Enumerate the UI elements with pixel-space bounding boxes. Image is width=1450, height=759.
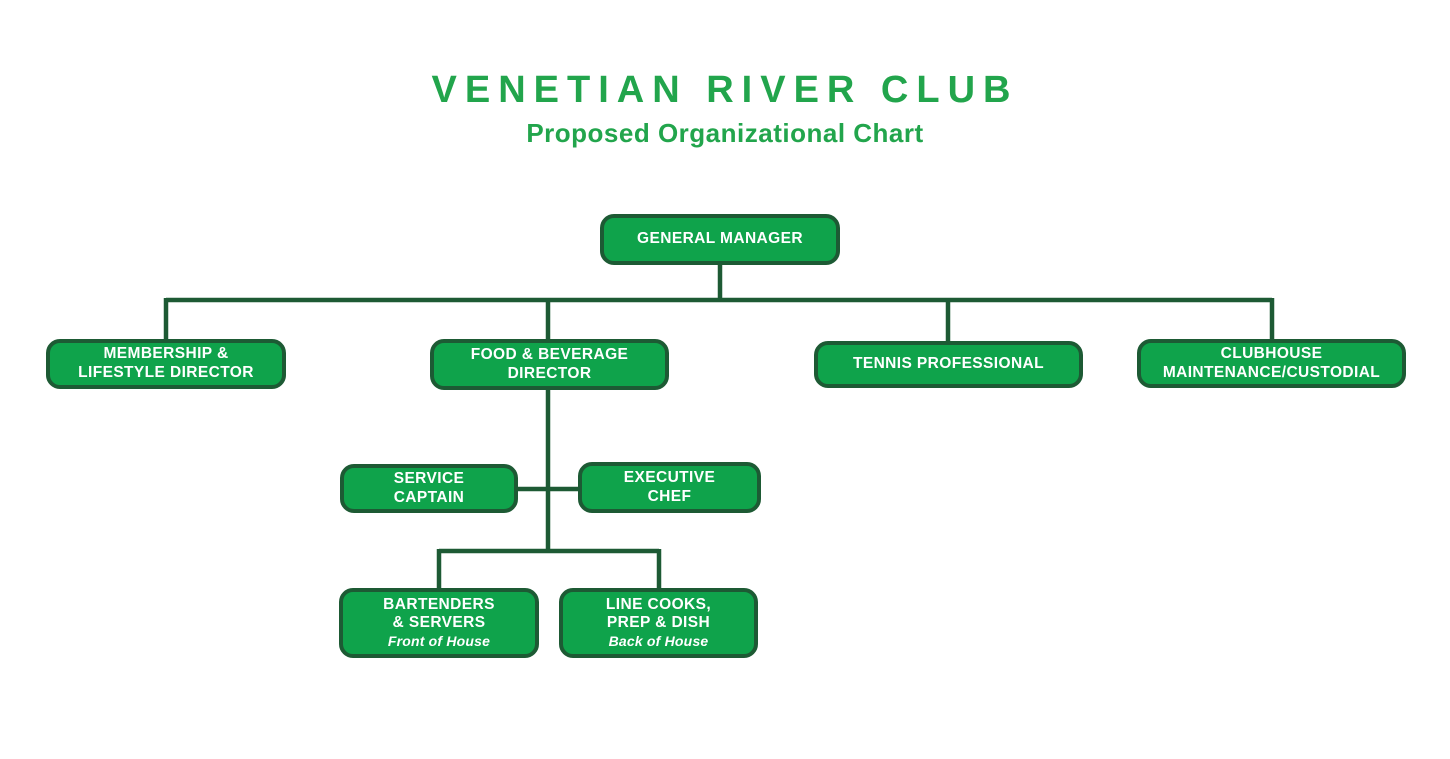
node-sublabel: Front of House (387, 633, 491, 650)
node-label: MEMBERSHIP & (103, 345, 229, 363)
node-label: MAINTENANCE/CUSTODIAL (1162, 363, 1381, 381)
node-label: LIFESTYLE DIRECTOR (78, 364, 254, 381)
node-label: EXECUTIVE (623, 468, 716, 486)
node-label: TENNIS PROFESSIONAL (852, 355, 1045, 373)
node-label: LINE COOKS, (605, 595, 712, 613)
org-node-food-beverage-director: FOOD & BEVERAGE DIRECTOR (430, 339, 669, 390)
org-node-clubhouse-maintenance-custodial: CLUBHOUSE MAINTENANCE/CUSTODIAL (1137, 339, 1406, 388)
node-sublabel: Back of House (608, 633, 709, 650)
page-title: VENETIAN RIVER CLUB (431, 69, 1019, 111)
node-label: SERVICE (393, 469, 465, 487)
node-label: PREP & DISH (606, 614, 711, 632)
node-label: DIRECTOR (507, 364, 592, 382)
org-node-membership-lifestyle-director: MEMBERSHIP & LIFESTYLE DIRECTOR (46, 339, 286, 389)
title-block: VENETIAN RIVER CLUB Proposed Organizatio… (0, 69, 1450, 149)
org-node-service-captain: SERVICE CAPTAIN (340, 464, 518, 513)
org-node-tennis-professional: TENNIS PROFESSIONAL (814, 341, 1083, 388)
org-node-general-manager: GENERAL MANAGER (600, 214, 840, 265)
node-label: & SERVERS (392, 614, 486, 632)
org-node-executive-chef: EXECUTIVE CHEF (578, 462, 761, 513)
node-label: BARTENDERS (383, 595, 495, 613)
node-label: GENERAL MANAGER (637, 230, 803, 248)
node-label: FOOD & BEVERAGE (470, 345, 629, 363)
page-subtitle: Proposed Organizational Chart (526, 117, 924, 148)
org-node-bartenders-servers: BARTENDERS & SERVERS Front of House (339, 588, 539, 658)
node-label: CAPTAIN (393, 488, 465, 506)
org-node-line-cooks-prep-dish: LINE COOKS, PREP & DISH Back of House (559, 588, 758, 658)
node-label: CHEF (647, 487, 692, 505)
node-label: CLUBHOUSE (1220, 344, 1323, 362)
